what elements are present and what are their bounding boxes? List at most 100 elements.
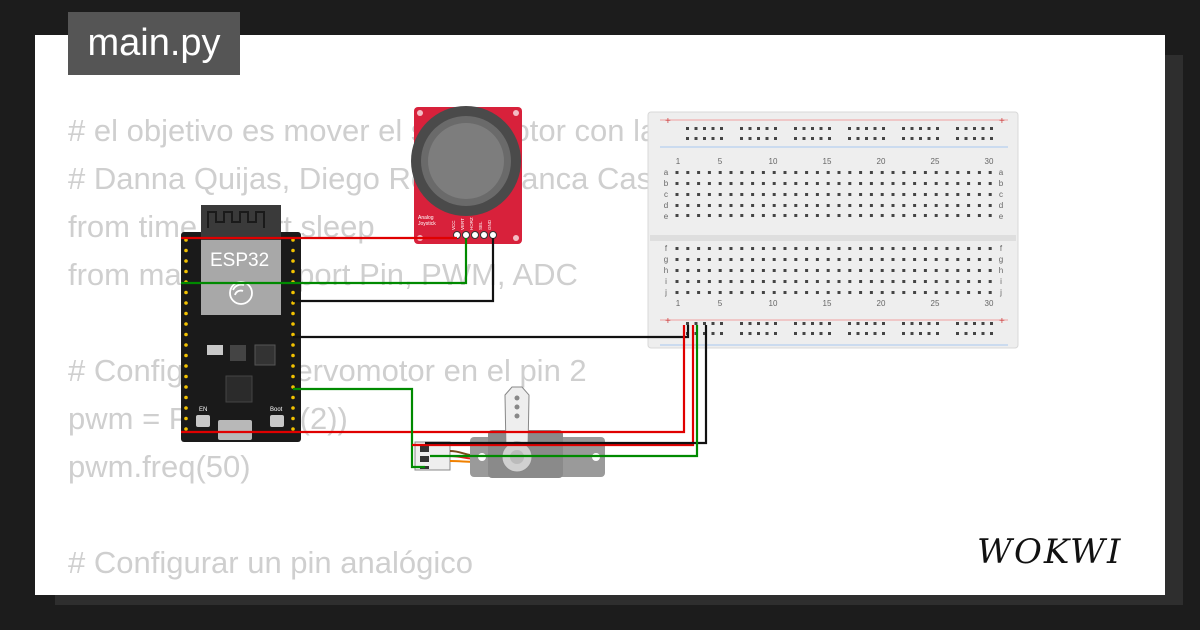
breadboard-hole[interactable]: [815, 280, 819, 283]
breadboard-hole[interactable]: [805, 280, 809, 283]
breadboard-hole[interactable]: [703, 332, 706, 335]
breadboard-hole[interactable]: [859, 171, 863, 174]
breadboard-hole[interactable]: [686, 322, 689, 325]
breadboard-hole[interactable]: [718, 204, 722, 207]
breadboard-hole[interactable]: [859, 204, 863, 207]
breadboard-hole[interactable]: [774, 127, 777, 130]
esp32-board[interactable]: ESP32 EN Boot: [181, 205, 301, 442]
breadboard-hole[interactable]: [805, 193, 809, 196]
breadboard-hole[interactable]: [707, 171, 711, 174]
breadboard-hole[interactable]: [913, 214, 917, 217]
breadboard-hole[interactable]: [880, 182, 884, 185]
breadboard-hole[interactable]: [988, 214, 992, 217]
esp32-pin[interactable]: [291, 269, 295, 274]
breadboard-hole[interactable]: [927, 322, 931, 325]
breadboard-hole[interactable]: [811, 137, 814, 140]
breadboard-hole[interactable]: [848, 193, 852, 196]
breadboard-hole[interactable]: [686, 280, 690, 283]
breadboard-hole[interactable]: [856, 332, 860, 335]
breadboard-hole[interactable]: [848, 322, 851, 325]
breadboard-hole[interactable]: [772, 280, 776, 283]
breadboard-hole[interactable]: [837, 214, 841, 217]
breadboard-hole[interactable]: [828, 127, 831, 130]
breadboard-hole[interactable]: [891, 204, 895, 207]
breadboard-hole[interactable]: [936, 332, 939, 335]
breadboard-hole[interactable]: [927, 127, 931, 130]
breadboard-hole[interactable]: [848, 269, 852, 272]
breadboard-hole[interactable]: [783, 204, 787, 207]
breadboard-hole[interactable]: [848, 137, 851, 140]
esp32-pin[interactable]: [184, 395, 188, 400]
breadboard-hole[interactable]: [794, 332, 797, 335]
breadboard-hole[interactable]: [910, 127, 914, 130]
breadboard-hole[interactable]: [859, 269, 863, 272]
breadboard-hole[interactable]: [748, 137, 752, 140]
wire-red-power[interactable]: [181, 325, 686, 434]
breadboard-hole[interactable]: [740, 182, 744, 185]
breadboard-hole[interactable]: [865, 137, 868, 140]
breadboard-hole[interactable]: [819, 332, 823, 335]
breadboard-hole[interactable]: [794, 171, 798, 174]
wire-black-gnd-joystick[interactable]: [293, 238, 495, 303]
wire-green-servo-signal[interactable]: [293, 387, 425, 469]
breadboard-hole[interactable]: [936, 127, 939, 130]
breadboard-hole[interactable]: [913, 258, 917, 261]
breadboard-hole[interactable]: [826, 291, 830, 294]
breadboard-hole[interactable]: [794, 127, 797, 130]
breadboard-hole[interactable]: [811, 332, 814, 335]
esp32-pin[interactable]: [184, 290, 188, 295]
breadboard-hole[interactable]: [748, 322, 752, 325]
breadboard-hole[interactable]: [675, 280, 679, 283]
breadboard-hole[interactable]: [697, 193, 701, 196]
breadboard-hole[interactable]: [815, 204, 819, 207]
breadboard-hole[interactable]: [919, 322, 922, 325]
breadboard-hole[interactable]: [740, 258, 744, 261]
breadboard-hole[interactable]: [802, 332, 806, 335]
breadboard-hole[interactable]: [729, 204, 733, 207]
breadboard-hole[interactable]: [697, 204, 701, 207]
breadboard-hole[interactable]: [837, 269, 841, 272]
breadboard-hole[interactable]: [729, 214, 733, 217]
breadboard-hole[interactable]: [880, 258, 884, 261]
breadboard-hole[interactable]: [805, 291, 809, 294]
breadboard-hole[interactable]: [761, 280, 765, 283]
breadboard-hole[interactable]: [902, 280, 906, 283]
breadboard-hole[interactable]: [837, 247, 841, 250]
breadboard-hole[interactable]: [711, 332, 715, 335]
breadboard-hole[interactable]: [837, 193, 841, 196]
breadboard-hole[interactable]: [794, 193, 798, 196]
breadboard-hole[interactable]: [761, 269, 765, 272]
breadboard-hole[interactable]: [675, 214, 679, 217]
breadboard-hole[interactable]: [934, 269, 938, 272]
esp32-pin[interactable]: [184, 353, 188, 358]
breadboard-hole[interactable]: [990, 322, 993, 325]
breadboard-hole[interactable]: [718, 280, 722, 283]
joystick-pin-gnd[interactable]: [489, 231, 497, 239]
joystick-pin-vert[interactable]: [462, 231, 470, 239]
breadboard-hole[interactable]: [686, 193, 690, 196]
esp32-pin[interactable]: [291, 364, 295, 368]
breadboard-hole[interactable]: [794, 182, 798, 185]
breadboard-hole[interactable]: [981, 127, 985, 130]
breadboard-hole[interactable]: [686, 182, 690, 185]
breadboard-hole[interactable]: [697, 258, 701, 261]
breadboard-hole[interactable]: [757, 322, 760, 325]
breadboard-hole[interactable]: [967, 171, 971, 174]
breadboard-hole[interactable]: [848, 291, 852, 294]
breadboard-hole[interactable]: [869, 269, 873, 272]
breadboard-hole[interactable]: [826, 214, 830, 217]
breadboard-hole[interactable]: [794, 258, 798, 261]
breadboard-hole[interactable]: [865, 127, 868, 130]
wire-red-servo-power[interactable]: [412, 325, 695, 447]
breadboard-hole[interactable]: [880, 171, 884, 174]
breadboard-hole[interactable]: [988, 171, 992, 174]
breadboard-hole[interactable]: [718, 247, 722, 250]
breadboard-hole[interactable]: [891, 280, 895, 283]
breadboard-hole[interactable]: [977, 280, 981, 283]
breadboard-hole[interactable]: [923, 214, 927, 217]
breadboard-hole[interactable]: [761, 291, 765, 294]
breadboard-hole[interactable]: [686, 127, 689, 130]
breadboard-hole[interactable]: [707, 258, 711, 261]
breadboard-hole[interactable]: [934, 247, 938, 250]
breadboard-hole[interactable]: [729, 182, 733, 185]
